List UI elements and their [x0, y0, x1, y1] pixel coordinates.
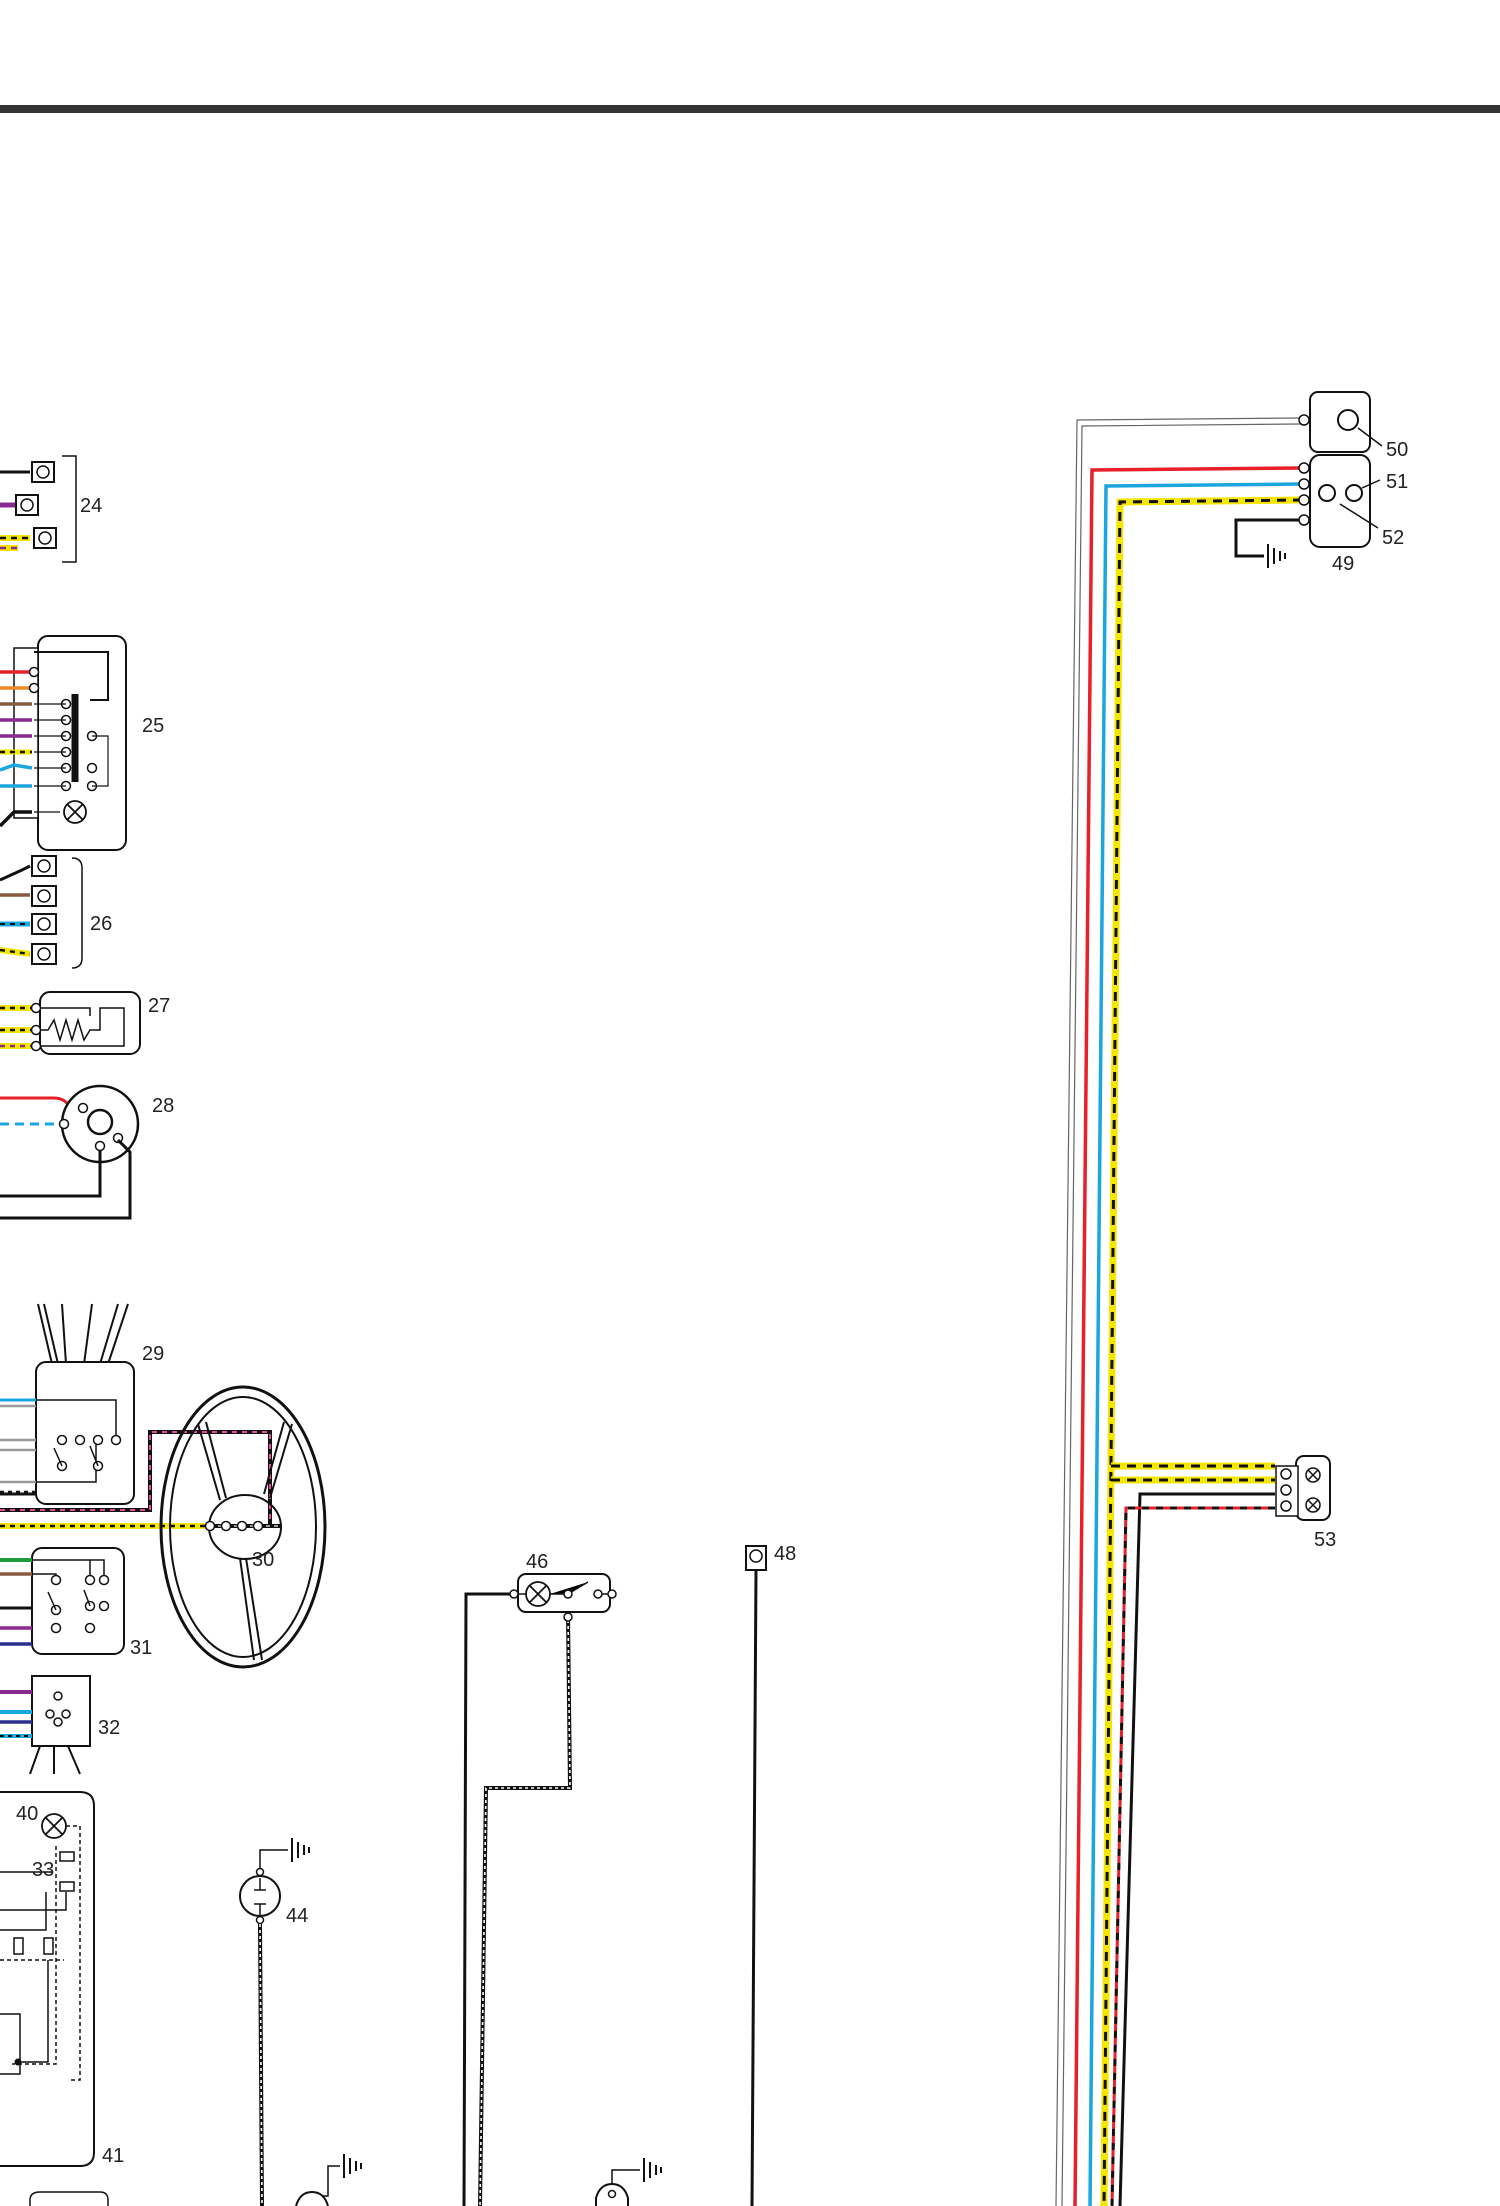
label-26: 26: [90, 913, 112, 935]
connector-26: [0, 855, 83, 969]
label-51: 51: [1386, 471, 1408, 493]
label-33: 33: [32, 1859, 54, 1881]
component-44: [239, 1837, 310, 2206]
steering-wheel-30: [159, 1385, 327, 1669]
instrument-panel-41: [0, 1791, 95, 2167]
label-48: 48: [774, 1543, 796, 1565]
header-rule: [0, 105, 1500, 113]
label-25: 25: [142, 715, 164, 737]
label-46: 46: [526, 1551, 548, 1573]
switch-31: [0, 1547, 125, 1655]
label-50: 50: [1386, 439, 1408, 461]
component-labels: 24 25 26 27 28 29 30 31 32 40 33 41 44 4…: [16, 439, 1408, 2167]
rear-harness-wires: [1055, 417, 1303, 2206]
label-53: 53: [1314, 1529, 1336, 1551]
label-24: 24: [80, 495, 102, 517]
label-32: 32: [98, 1717, 120, 1739]
label-29: 29: [142, 1343, 164, 1365]
resistor-27: [0, 991, 141, 1055]
label-40: 40: [16, 1803, 38, 1825]
label-44: 44: [286, 1905, 308, 1927]
label-30: 30: [252, 1549, 274, 1571]
label-41: 41: [102, 2145, 124, 2167]
switch-lamp-46: [462, 1573, 617, 2206]
component-28: [0, 1084, 140, 1220]
label-27: 27: [148, 995, 170, 1017]
lamp-53: [1275, 1455, 1331, 1521]
ground-bottom-left: [295, 2153, 362, 2206]
switch-29: [0, 1303, 135, 1505]
connector-48: [745, 1545, 767, 2206]
label-31: 31: [130, 1637, 152, 1659]
connector-50: [1298, 391, 1383, 453]
tail-lamp-wires: [1110, 1462, 1275, 2206]
horn-wires: [0, 1430, 272, 1529]
ground-bottom-right: [595, 2157, 662, 2206]
label-52: 52: [1382, 527, 1404, 549]
switch-block-25: [0, 635, 127, 851]
connector-49: [1298, 454, 1381, 548]
connector-24: [0, 455, 77, 563]
label-28: 28: [152, 1095, 174, 1117]
switch-32: [0, 1675, 91, 1775]
label-49: 49: [1332, 553, 1354, 575]
